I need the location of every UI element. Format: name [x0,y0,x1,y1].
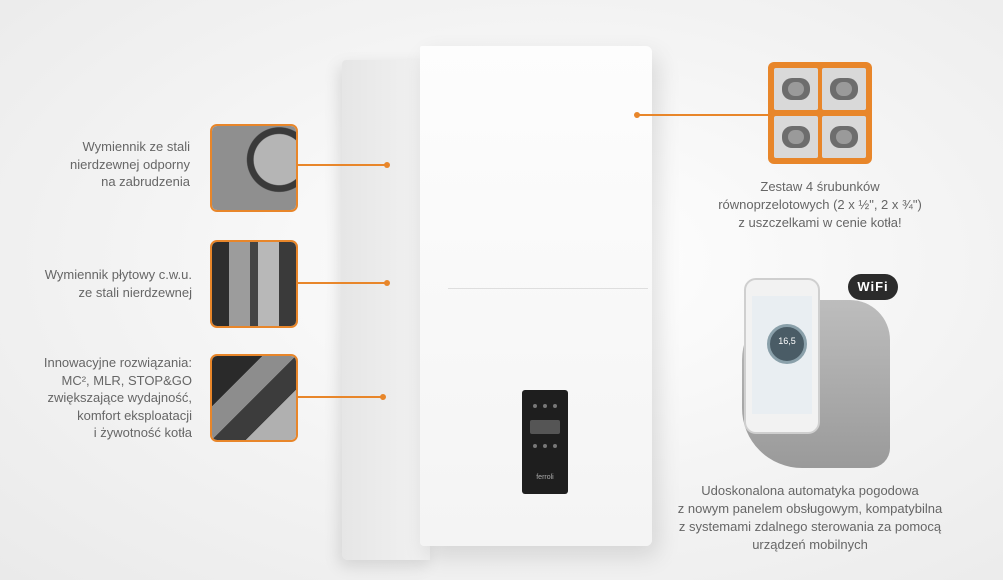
thumb-exchanger [210,124,298,212]
leader-line-1 [296,164,388,166]
fittings-image [768,62,872,164]
leader-dot-fittings [634,112,640,118]
leader-dot-3 [380,394,386,400]
thumb-plate-exchanger [210,240,298,328]
fittings-caption: Zestaw 4 śrubunków równoprzelotowych (2 … [718,179,922,230]
automation-caption: Udoskonalona automatyka pogodowa z nowym… [677,483,943,552]
thermostat-temp: 16,5 [778,336,796,346]
thumb-innovations [210,354,298,442]
feature-label-innovations: Innowacyjne rozwiązania: MC², MLR, STOP&… [43,355,192,440]
leader-line-fittings [638,114,768,116]
wifi-logo: WiFi [848,274,898,300]
feature-label-plate-exchanger: Wymiennik płytowy c.w.u. ze stali nierdz… [44,267,192,300]
panel-brand-logo: ferroli [536,474,554,481]
boiler-seam [448,288,648,289]
boiler-side [342,60,430,560]
control-panel: ferroli [522,390,568,494]
leader-dot-1 [384,162,390,168]
panel-display [530,420,560,434]
leader-dot-2 [384,280,390,286]
leader-line-3 [296,396,384,398]
feature-label-exchanger: Wymiennik ze stali nierdzewnej odporny n… [70,139,190,189]
thermostat-dial [767,324,807,364]
leader-line-2 [296,282,388,284]
phone-image: 16,5 [744,278,820,434]
